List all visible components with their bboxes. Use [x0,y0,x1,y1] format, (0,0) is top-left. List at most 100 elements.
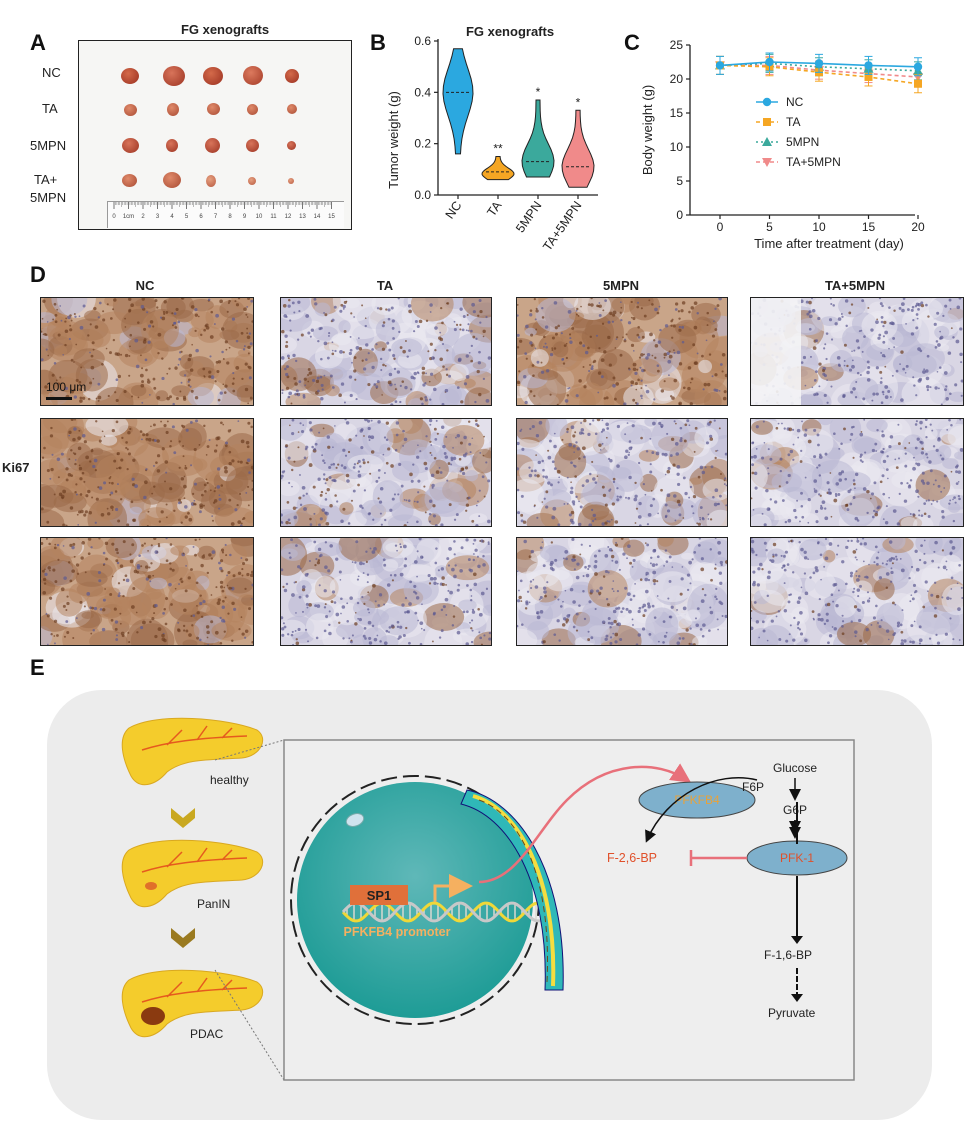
violin-x-tick-label: TA+5MPN [540,199,584,250]
ruler-label: 13 [299,214,306,220]
ruler-label: 10 [256,214,263,220]
col-header-ta: TA [376,278,394,293]
ruler-label: 7 [214,214,218,220]
col-header-nc: NC [135,278,155,293]
nucleus [297,782,533,1018]
ihc-image-ta-5mpn-1 [750,297,964,406]
transcription-start-arrow [433,874,473,902]
violin-x-tick-label: TA [484,198,504,219]
significance-mark: * [536,85,541,99]
pancreas-pdac-icon [121,969,264,1038]
stage-label-healthy: healthy [210,773,249,787]
legend-label: 5MPN [786,135,819,149]
row-label-5mpn-2: 5MPN [30,190,67,205]
ihc-image-5mpn-3 [516,537,728,646]
line-chart: Body weight (g) Time after treatment (da… [640,38,925,251]
line-y-tick-label: 0 [676,208,683,222]
pfk1-label: PFK-1 [780,851,814,865]
endoplasmic-reticulum-icon [460,789,564,991]
panel-e-label: E [30,655,45,680]
row-label-nc: NC [42,65,61,80]
pfkfb4-reaction-arrow [645,777,758,843]
data-point [715,61,725,70]
pathway-pyruvate-label: Pyruvate [768,1006,816,1020]
ihc-image-ta-3 [280,537,492,646]
pathway-f16bp-label: F-1,6-BP [764,948,813,962]
panel-d-label: D [30,262,46,287]
ihc-image-ta-5mpn-3 [750,537,964,646]
line-y-axis-label: Body weight (g) [640,85,655,175]
panel-a-title: FG xenografts [180,22,270,37]
ruler-label: 14 [314,214,321,220]
ruler-label: 5 [185,214,189,220]
violin-y-axis-label: Tumor weight (g) [386,91,401,189]
line-y-tick-label: 15 [670,106,684,120]
violin-nc [442,48,474,155]
line-y-tick-label: 20 [670,72,684,86]
legend-label: NC [786,95,804,109]
ruler-label: 1cm [123,214,134,220]
line-x-tick-label: 15 [862,220,876,234]
row-label-ta-plus: TA+ [34,172,58,187]
significance-mark: * [576,95,581,109]
pfk1-to-f16bp-line [796,876,798,940]
data-point [864,61,873,70]
f16bp-to-pyruvate-line [796,968,798,998]
legend-marker [762,137,772,146]
sp1-label: SP1 [367,888,392,903]
ihc-image-ta-2 [280,418,492,527]
violin-x-tick-label: 5MPN [513,199,544,235]
line-y-tick-label: 10 [670,140,684,154]
ihc-image-5mpn-1 [516,297,728,406]
row-label-ki67: Ki67 [2,460,30,475]
scale-bar [46,397,72,400]
legend-marker [762,97,772,107]
legend-marker [762,158,772,167]
f26bp-label: F-2,6-BP [607,851,657,865]
violin-y-tick-label: 0.2 [414,137,431,151]
ihc-image-nc-1 [40,297,254,406]
promoter-label: PFKFB4 promoter [344,925,451,939]
pathway-glucose: Glucose [773,761,817,775]
ihc-image-nc-3 [40,537,254,646]
arrow-head-icon [791,936,803,944]
ruler-label: 4 [170,214,174,220]
line-x-tick-label: 10 [812,220,826,234]
panel-a-label: A [30,30,46,55]
legend-label: TA [786,115,800,129]
expression-arrow [478,763,692,884]
ruler-label: 9 [243,214,247,220]
ihc-image-nc-2 [40,418,254,527]
stage-label-panin: PanIN [197,897,230,911]
line-y-tick-label: 5 [676,174,683,188]
sp1-box [350,885,408,905]
panel-b-title: FG xenografts [465,24,555,39]
ihc-image-ta-1 [280,297,492,406]
stage-label-pdac: PDAC [190,1027,224,1041]
ruler-label: 0 [112,214,116,220]
violin-y-tick-label: 0.4 [414,85,431,99]
pathway-g6p: G6P [783,803,807,817]
ruler-label: 12 [285,214,292,220]
row-label-ta: TA [42,101,58,116]
data-point [914,79,922,88]
pathway-f6p-label: F6P [742,780,765,794]
ruler-label: 11 [270,214,277,220]
line-x-tick-label: 0 [717,220,724,234]
data-point [864,72,873,81]
chevron-down-icon-2 [171,928,195,948]
violin-ta-5mpn [561,109,595,188]
significance-mark: ** [493,142,503,156]
violin-chart: Tumor weight (g) 0.00.20.40.6NC**TA*5MPN… [386,34,598,250]
chevron-down-icon [171,808,195,828]
f6p-to-pfk1-line [796,802,798,844]
scale-bar-label: 100 μm [46,380,87,394]
ruler-label: 3 [156,214,160,220]
line-x-axis-label: Time after treatment (day) [754,236,904,251]
panel-b-label: B [370,30,386,55]
legend-label: TA+5MPN [786,155,841,169]
ihc-image-ta-5mpn-2 [750,418,964,527]
row-label-5mpn: 5MPN [30,138,67,153]
violin-y-tick-label: 0.6 [414,34,431,48]
